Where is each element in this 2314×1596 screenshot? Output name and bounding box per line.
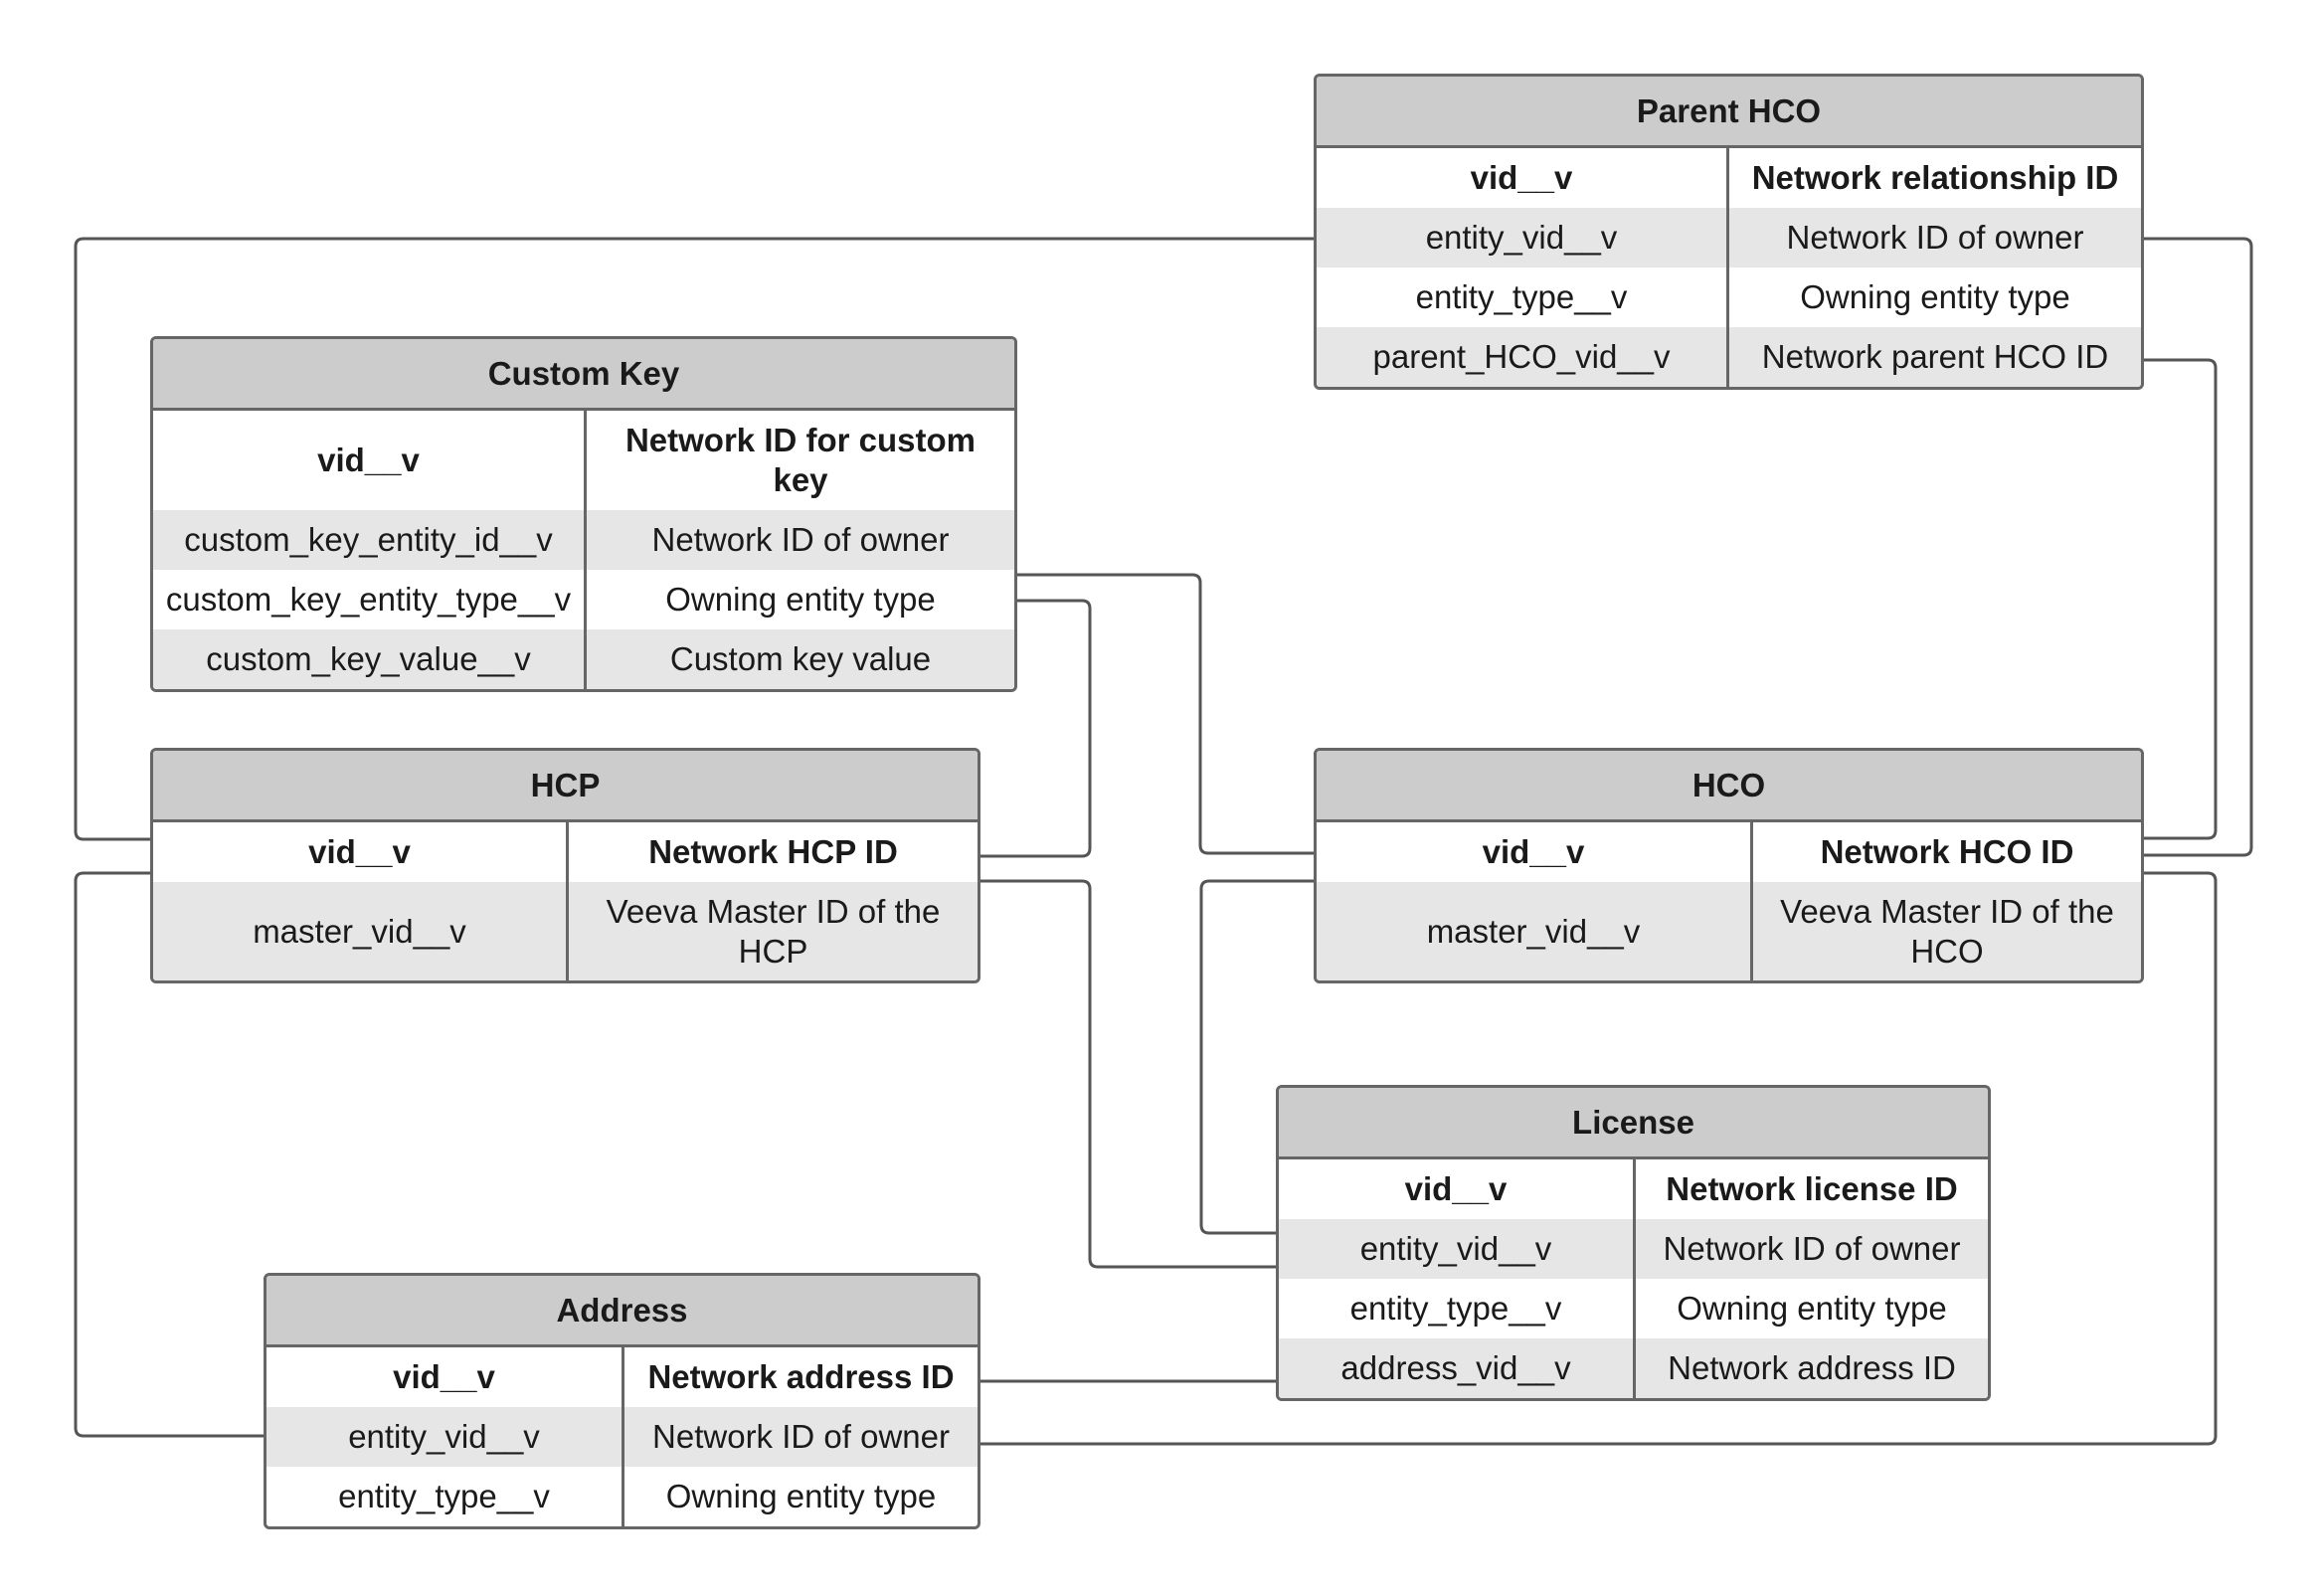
field-name: master_vid__v: [1317, 882, 1753, 980]
connector-hco-to-parenthco-entity: [2142, 237, 2253, 857]
field-name: entity_type__v: [1317, 267, 1729, 327]
field-description: Network ID of owner: [1663, 1230, 1961, 1267]
field-name: parent_HCO_vid__v: [1317, 327, 1729, 387]
field-description: Owning entity type: [665, 1478, 937, 1514]
field-name: address_vid__v: [1279, 1338, 1636, 1398]
field-description: Owning entity type: [665, 581, 936, 618]
field-name: custom_key_entity_id__v: [153, 510, 587, 570]
column-header-key: vid__v: [267, 1347, 624, 1407]
field-name: entity_vid__v: [1279, 1219, 1636, 1279]
field-name: custom_key_entity_type__v: [153, 570, 587, 629]
column-header-row: vid__v Network HCP ID: [153, 822, 978, 882]
column-header-description: Network ID for custom key: [624, 422, 977, 498]
field-row: entity_vid__v Network ID of owner: [1317, 208, 2141, 267]
field-row: address_vid__v Network address ID: [1279, 1338, 1988, 1398]
connector-hcp-to-license: [979, 879, 1278, 1269]
field-name: entity_vid__v: [1317, 208, 1729, 267]
column-header-row: vid__v Network relationship ID: [1317, 148, 2141, 208]
column-header-key: vid__v: [153, 411, 587, 510]
connector-address-to-hco: [979, 871, 2218, 1446]
entity-hco: HCO vid__v Network HCO ID master_vid__v …: [1314, 748, 2144, 983]
connector-hcp-to-address: [74, 871, 266, 1438]
field-description: Veeva Master ID of the HCP: [606, 892, 941, 970]
field-name: entity_type__v: [267, 1467, 624, 1526]
column-header-description: Network license ID: [1666, 1170, 1958, 1207]
entity-address: Address vid__v Network address ID entity…: [264, 1273, 980, 1529]
column-header-row: vid__v Network HCO ID: [1317, 822, 2141, 882]
column-header-row: vid__v Network license ID: [1279, 1159, 1988, 1219]
field-row: parent_HCO_vid__v Network parent HCO ID: [1317, 327, 2141, 387]
field-name: entity_vid__v: [267, 1407, 624, 1467]
field-row: entity_type__v Owning entity type: [1317, 267, 2141, 327]
entity-parent-hco: Parent HCO vid__v Network relationship I…: [1314, 74, 2144, 390]
field-row: entity_vid__v Network ID of owner: [1279, 1219, 1988, 1279]
connector-hco-to-parenthco-parent: [2142, 358, 2218, 840]
field-row: entity_type__v Owning entity type: [267, 1467, 978, 1526]
field-row: custom_key_value__v Custom key value: [153, 629, 1014, 689]
entity-license: License vid__v Network license ID entity…: [1276, 1085, 1991, 1401]
connector-hcp-to-customkey: [979, 599, 1092, 858]
entity-hcp: HCP vid__v Network HCP ID master_vid__v …: [150, 748, 980, 983]
column-header-key: vid__v: [1317, 822, 1753, 882]
field-description: Network ID of owner: [652, 1418, 950, 1455]
connector-parenthco-entity-to-hcp: [74, 237, 1316, 841]
column-header-row: vid__v Network ID for custom key: [153, 411, 1014, 510]
column-header-description: Network relationship ID: [1751, 159, 2119, 196]
field-description: Network parent HCO ID: [1761, 338, 2109, 375]
column-header-key: vid__v: [1317, 148, 1729, 208]
field-description: Network ID of owner: [651, 521, 950, 558]
field-row: entity_vid__v Network ID of owner: [267, 1407, 978, 1467]
field-name: custom_key_value__v: [153, 629, 587, 689]
entity-title: License: [1279, 1088, 1988, 1159]
entity-title: HCP: [153, 751, 978, 822]
field-description: Custom key value: [669, 640, 932, 677]
connector-hco-to-license: [1199, 879, 1316, 1235]
column-header-description: Network HCO ID: [1820, 833, 2074, 870]
field-description: Veeva Master ID of the HCO: [1780, 892, 2114, 970]
column-header-key: vid__v: [1279, 1159, 1636, 1219]
field-description: Network ID of owner: [1786, 219, 2084, 256]
field-row: entity_type__v Owning entity type: [1279, 1279, 1988, 1338]
connector-customkey-to-hco: [1015, 573, 1316, 855]
entity-title: Address: [267, 1276, 978, 1347]
field-row: custom_key_entity_type__v Owning entity …: [153, 570, 1014, 629]
field-description: Owning entity type: [1677, 1290, 1947, 1327]
column-header-key: vid__v: [153, 822, 569, 882]
field-row: master_vid__v Veeva Master ID of the HCP: [153, 882, 978, 980]
entity-title: Custom Key: [153, 339, 1014, 411]
entity-title: HCO: [1317, 751, 2141, 822]
column-header-description: Network HCP ID: [648, 833, 898, 870]
field-name: entity_type__v: [1279, 1279, 1636, 1338]
field-description: Owning entity type: [1800, 278, 2070, 315]
entity-custom-key: Custom Key vid__v Network ID for custom …: [150, 336, 1017, 692]
entity-title: Parent HCO: [1317, 77, 2141, 148]
column-header-row: vid__v Network address ID: [267, 1347, 978, 1407]
field-name: master_vid__v: [153, 882, 569, 980]
field-description: Network address ID: [1668, 1349, 1956, 1386]
field-row: custom_key_entity_id__v Network ID of ow…: [153, 510, 1014, 570]
field-row: master_vid__v Veeva Master ID of the HCO: [1317, 882, 2141, 980]
column-header-description: Network address ID: [647, 1358, 955, 1395]
